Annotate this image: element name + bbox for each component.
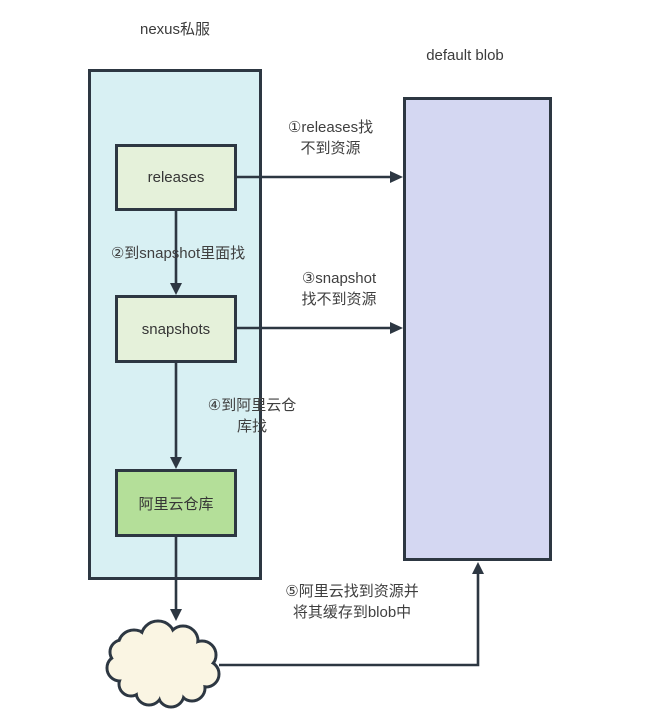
edge-label-step5: ⑤阿里云找到资源并 将其缓存到blob中 [285,583,419,621]
edge-label-step2: ②到snapshot里面找 [110,245,246,262]
cloud-icon [105,619,221,709]
nexus-server-title: nexus私服 [139,21,211,38]
node-snapshots: snapshots [115,295,237,363]
edge-label-step1: ①releases找 不到资源 [287,119,374,157]
default-blob-title: default blob [426,47,504,64]
default-blob-box [403,97,552,561]
node-releases: releases [115,144,237,211]
edge-label-step3: ③snapshot 找不到资源 [301,270,377,308]
edge-label-step4: ④到阿里云仓 库找 [207,397,297,435]
node-aliyun-repo: 阿里云仓库 [115,469,237,537]
